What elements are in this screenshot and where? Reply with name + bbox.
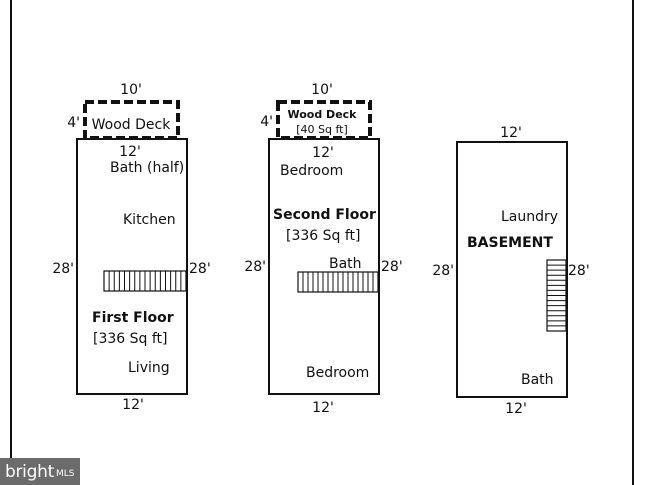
second-floor-top-width: 12' (312, 145, 334, 161)
second-floor-outline (268, 138, 380, 395)
basement-stairs (546, 259, 567, 332)
second-floor-area: [336 Sq ft] (286, 228, 361, 244)
second-floor-deck-depth: 4' (260, 114, 273, 130)
basement-right-length: 28' (568, 263, 590, 279)
basement-plan: 12' 12' 28' 28' Laundry Bath BASEMENT (432, 125, 589, 417)
second-floor-stairs (297, 271, 379, 293)
brand-logo-suffix: MLS (55, 468, 75, 479)
first-floor-stairs (103, 270, 187, 292)
basement-top-width: 12' (500, 125, 522, 141)
brand-watermark: bright MLS (0, 458, 80, 485)
brand-logo-text: bright (5, 461, 54, 482)
room-label: Living (128, 360, 170, 376)
second-floor-bottom-width: 12' (312, 400, 334, 416)
first-floor-left-length: 28' (52, 261, 74, 277)
second-floor-title: Second Floor (273, 207, 376, 223)
first-floor-right-length: 28' (189, 261, 211, 277)
second-floor-deck-label: Wood Deck (288, 108, 358, 121)
second-floor-right-length: 28' (381, 259, 403, 275)
basement-left-length: 28' (432, 263, 454, 279)
first-floor-plan: 10' 4' Wood Deck 12' 12' 28' 28' Bath (h… (52, 82, 210, 413)
second-floor-deck-area: [40 Sq ft] (296, 123, 348, 136)
room-label: Bedroom (306, 365, 369, 381)
basement-bottom-width: 12' (505, 401, 527, 417)
room-label: Bath (half) (110, 160, 184, 176)
room-label: Bedroom (280, 163, 343, 179)
first-floor-deck-label: Wood Deck (92, 117, 172, 133)
first-floor-deck-depth: 4' (67, 115, 80, 131)
room-label: Kitchen (123, 212, 176, 228)
first-floor-top-width: 12' (119, 144, 141, 160)
room-label: Bath (329, 256, 362, 272)
first-floor-deck-width: 10' (120, 82, 142, 98)
second-floor-deck-width: 10' (311, 82, 333, 98)
basement-title: BASEMENT (467, 235, 553, 251)
first-floor-outline (76, 138, 188, 395)
basement-outline (456, 141, 568, 398)
second-floor-left-length: 28' (244, 259, 266, 275)
second-floor-plan: 10' 4' Wood Deck [40 Sq ft] 12' 12' 28' … (244, 82, 402, 416)
room-label: Bath (521, 372, 554, 388)
first-floor-bottom-width: 12' (122, 397, 144, 413)
first-floor-area: [336 Sq ft] (93, 331, 168, 347)
first-floor-title: First Floor (92, 310, 174, 326)
room-label: Laundry (501, 209, 558, 225)
